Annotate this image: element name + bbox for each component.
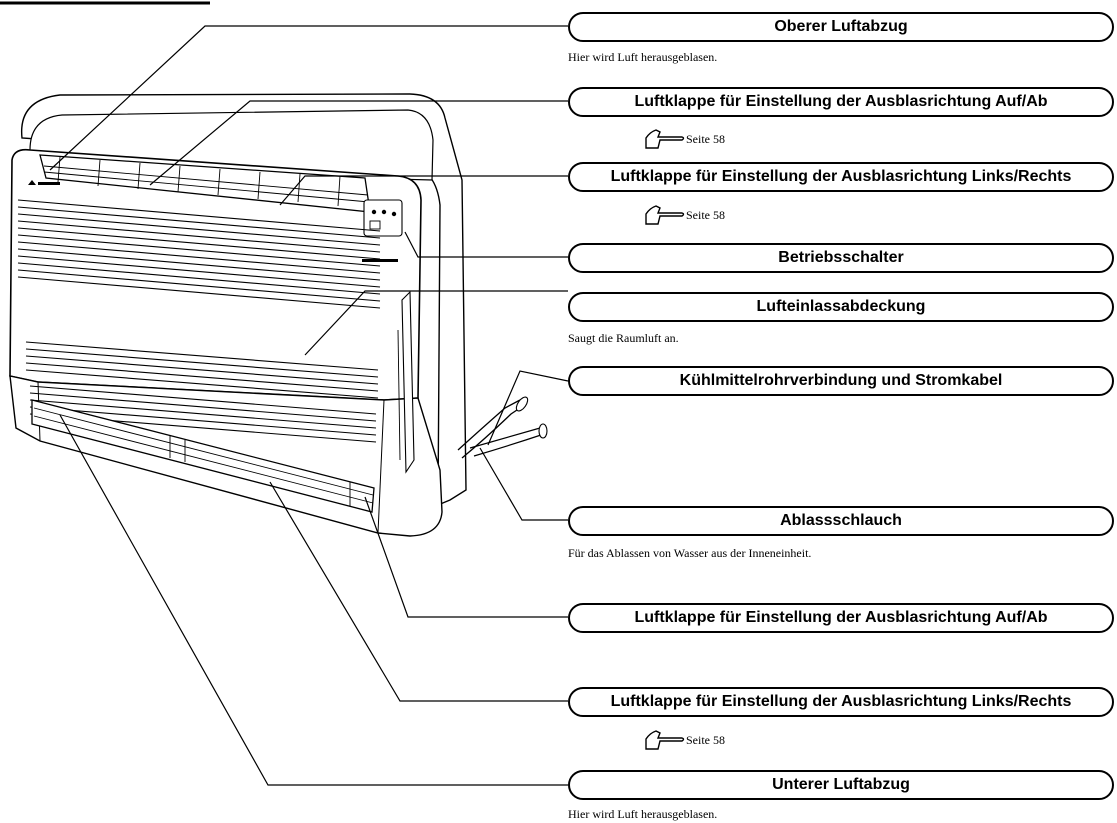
upper-intake-grille	[17, 199, 381, 309]
refrigerant-piping	[457, 399, 527, 459]
ref-label: Seite 58	[686, 131, 725, 146]
ref-label: Seite 58	[686, 207, 725, 222]
callout-intake-cover: Lufteinlassabdeckung	[568, 292, 1114, 322]
side-intake-cover	[401, 290, 415, 474]
callout-upper-outlet-note: Hier wird Luft herausgeblasen.	[568, 50, 718, 64]
ref-louver-up-down[interactable]: Seite 58	[644, 128, 725, 150]
unit-front-panel	[9, 148, 422, 401]
ref-label: Seite 58	[686, 732, 725, 747]
pointing-hand-icon	[645, 730, 685, 750]
callout-operation-switch: Betriebsschalter	[568, 243, 1114, 273]
control-panel	[363, 199, 403, 237]
brand-logo-icon	[28, 180, 60, 185]
callout-louver-left-right: Luftklappe für Einstellung der Ausblasri…	[568, 162, 1114, 192]
pointing-hand-icon	[645, 129, 685, 149]
lower-outlet-slot	[31, 399, 375, 513]
drain-hose	[469, 427, 545, 457]
callout-lower-louver-left-right: Luftklappe für Einstellung der Ausblasri…	[568, 687, 1114, 717]
callout-pipe-and-cable: Kühlmittelrohrverbindung und Stromkabel	[568, 366, 1114, 396]
callout-drain-hose: Ablassschlauch	[568, 506, 1114, 536]
callout-upper-outlet: Oberer Luftabzug	[568, 12, 1114, 42]
model-badge	[362, 259, 398, 262]
pointing-hand-icon	[645, 205, 685, 225]
ref-louver-left-right[interactable]: Seite 58	[644, 204, 725, 226]
callout-lower-outlet: Unterer Luftabzug	[568, 770, 1114, 800]
lower-louver-lines	[33, 407, 374, 506]
callout-lower-louver-up-down: Luftklappe für Einstellung der Ausblasri…	[568, 603, 1114, 633]
ref-lower-louver-left-right[interactable]: Seite 58	[644, 729, 725, 751]
leader-lines	[49, 25, 569, 786]
callout-lower-outlet-note: Hier wird Luft herausgeblasen.	[568, 807, 718, 821]
callout-intake-cover-note: Saugt die Raumluft an.	[568, 331, 679, 345]
callout-louver-up-down: Luftklappe für Einstellung der Ausblasri…	[568, 87, 1114, 117]
callout-drain-hose-note: Für das Ablassen von Wasser aus der Inne…	[568, 546, 812, 560]
